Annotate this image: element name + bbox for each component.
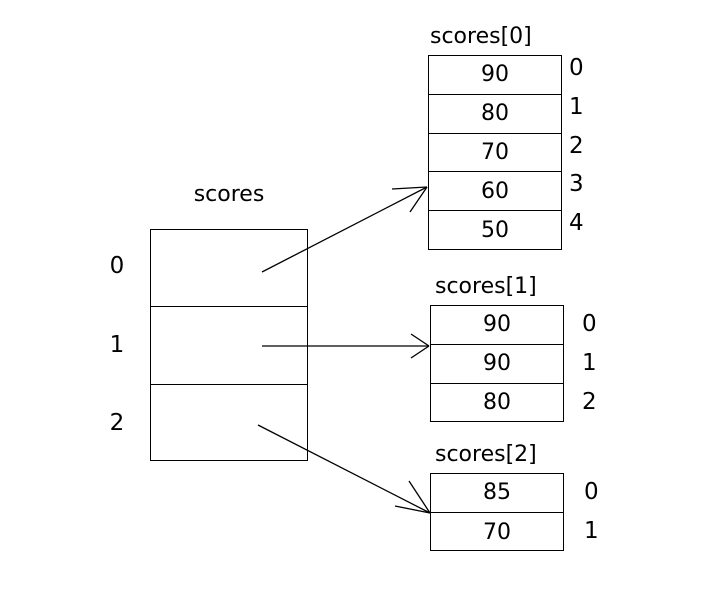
main-array-index-2: 2	[109, 410, 125, 436]
main-array-index-1: 1	[109, 332, 125, 358]
arrow-scores-2	[257, 424, 431, 514]
sub-array-0-cell-3[interactable]: 60	[429, 172, 561, 212]
sub-array-2-index-1: 1	[584, 518, 599, 545]
sub-array-0-index-0: 0	[569, 55, 584, 81]
sub-array-0-label: scores[0]	[430, 24, 532, 49]
sub-array-0-cell-1[interactable]: 80	[429, 95, 561, 134]
main-array-cell-2[interactable]	[151, 385, 307, 462]
sub-array-0-index-3: 3	[569, 171, 584, 198]
sub-array-2-cell-0[interactable]: 85	[431, 474, 563, 513]
main-array-index-0: 0	[109, 253, 125, 279]
sub-array-2-label: scores[2]	[435, 442, 537, 467]
sub-array-0-cell-2[interactable]: 70	[429, 134, 561, 173]
main-array-label: scores	[193, 182, 265, 207]
main-array-cell-0[interactable]	[151, 230, 307, 308]
sub-array-2-box: 85 70	[430, 473, 564, 551]
sub-array-1-index-1: 1	[582, 350, 597, 377]
sub-array-0-index-4: 4	[569, 210, 584, 237]
sub-array-1-cell-2[interactable]: 80	[483, 390, 511, 416]
sub-array-0-box: 90 80 70 60 50	[428, 55, 562, 250]
sub-array-0-cell-0[interactable]: 90	[429, 56, 561, 95]
main-array-cell-1[interactable]	[151, 307, 307, 385]
main-array-box	[150, 229, 308, 461]
sub-array-1-cell-0[interactable]: 90	[431, 306, 563, 345]
sub-array-0-index-1: 1	[569, 93, 584, 120]
sub-array-1-label: scores[1]	[435, 274, 537, 299]
arrow-scores-1	[262, 333, 430, 359]
sub-array-2-cell-1[interactable]: 70	[483, 519, 511, 545]
sub-array-1-cell-1[interactable]: 90	[431, 345, 563, 384]
sub-array-0-cell-4[interactable]: 50	[481, 218, 509, 244]
sub-array-2-index-0: 0	[584, 479, 599, 506]
sub-array-1-box: 90 90 80	[430, 305, 564, 422]
sub-array-0-index-2: 2	[569, 132, 584, 159]
sub-array-1-index-2: 2	[582, 388, 597, 415]
sub-array-0-indices: 0 1 2 3 4	[569, 55, 589, 249]
sub-array-1-index-0: 0	[582, 311, 597, 338]
sub-array-2-indices: 0 1	[584, 473, 604, 551]
sub-array-1-indices: 0 1 2	[582, 305, 602, 421]
arrow-scores-0	[261, 186, 428, 273]
